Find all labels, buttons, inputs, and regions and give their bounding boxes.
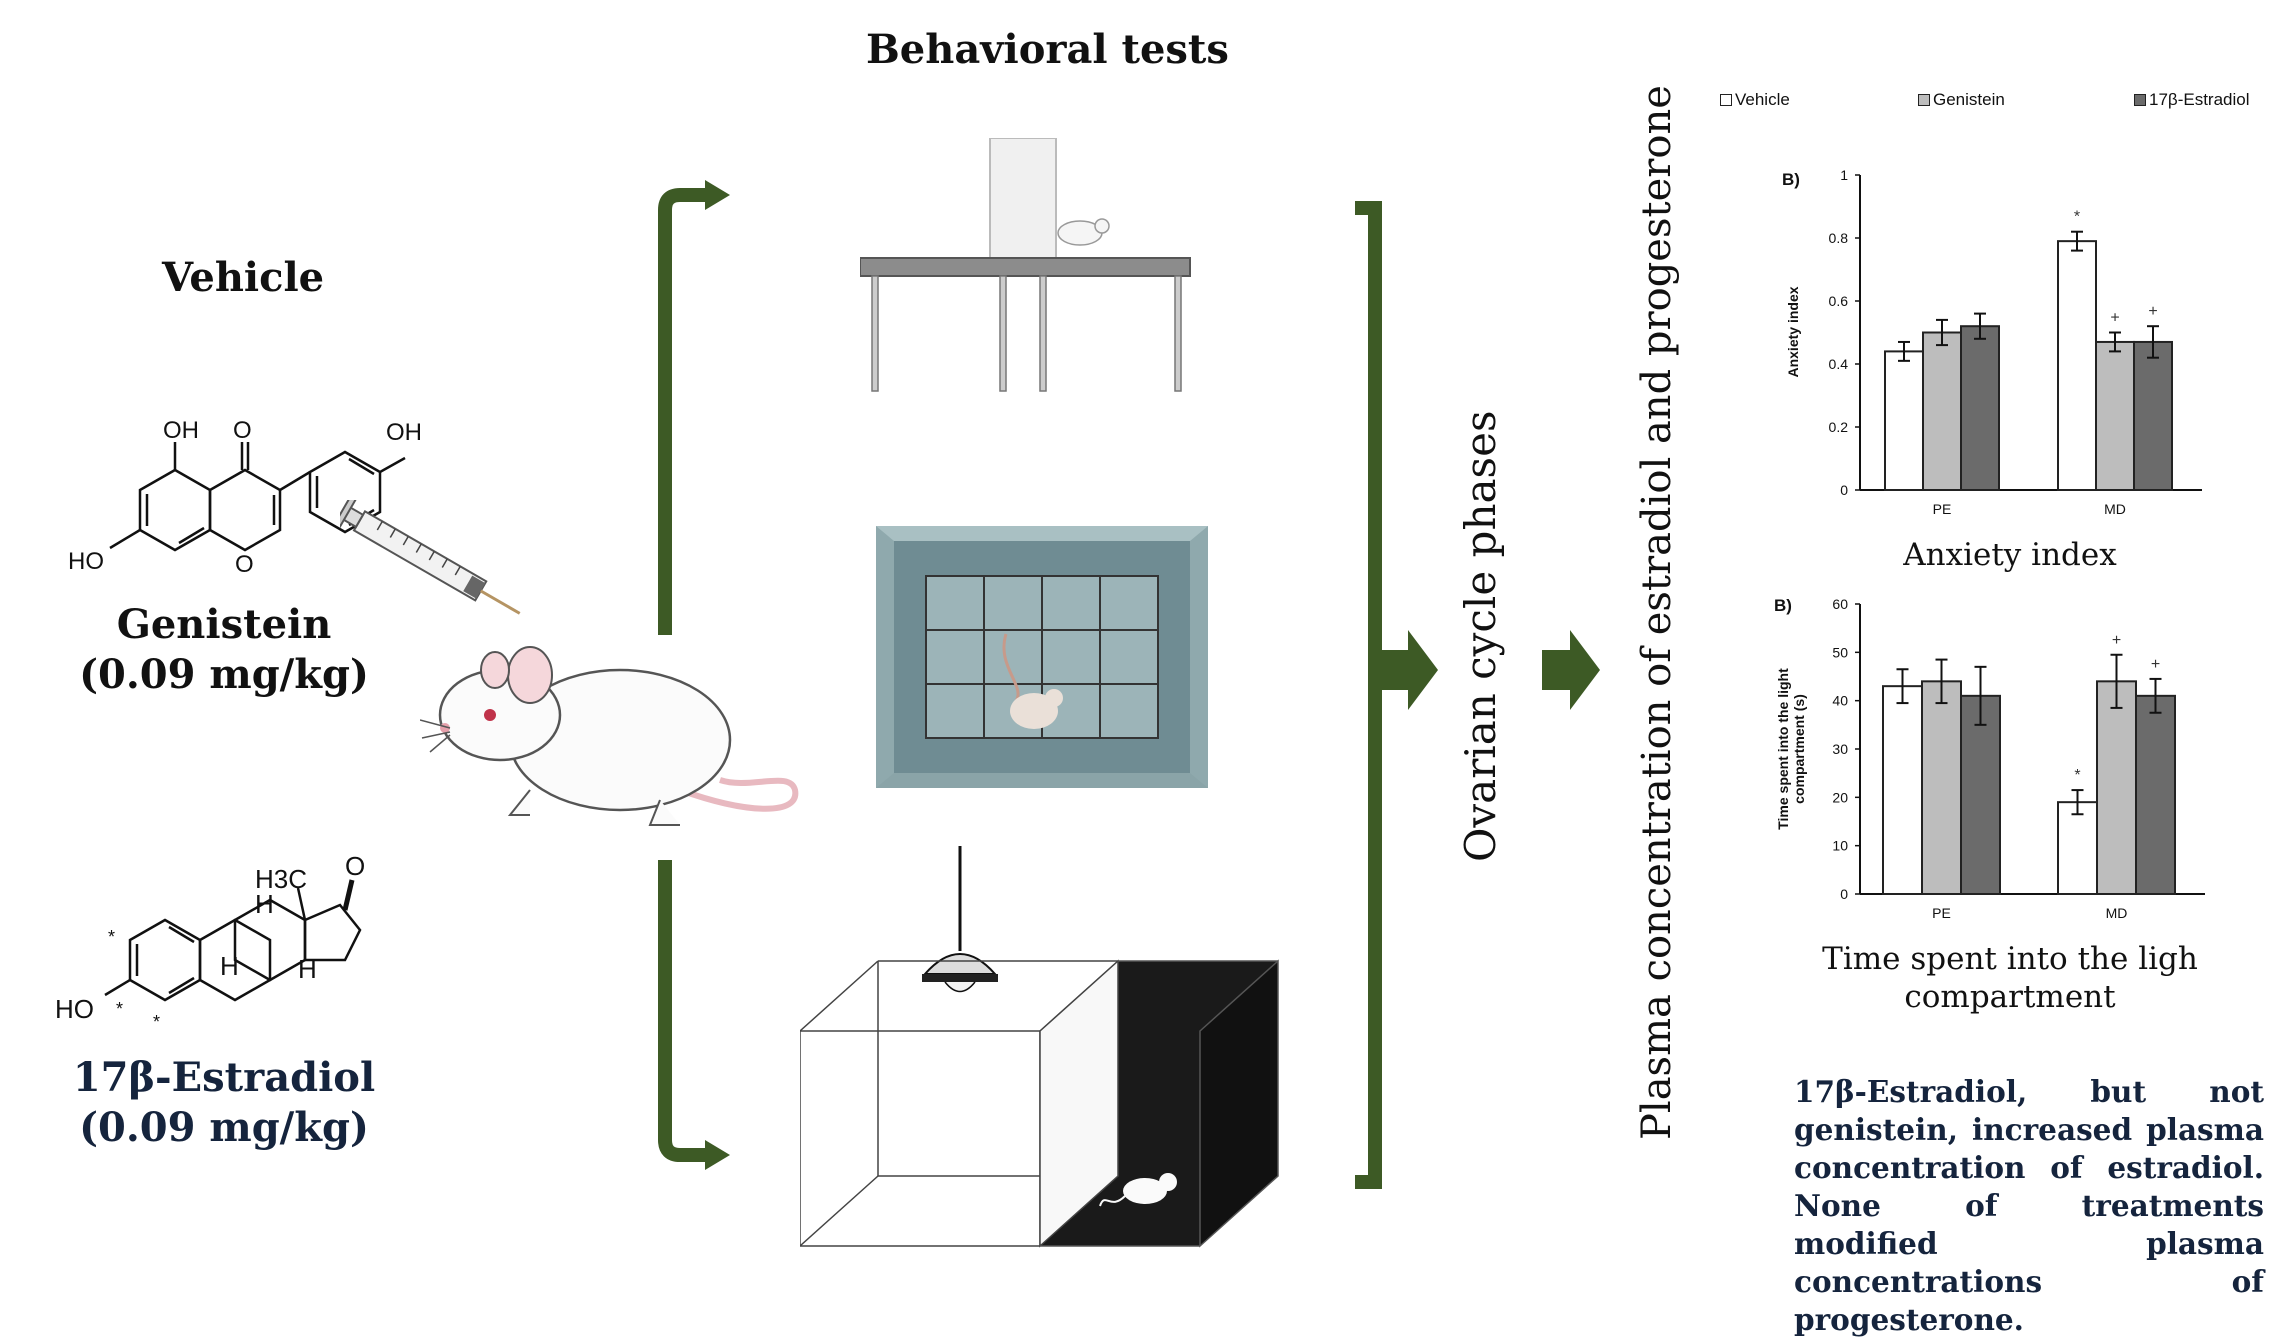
legend-estradiol-label: 17β-Estradiol (2149, 90, 2250, 109)
y-axis-label: compartment (s) (1791, 694, 1807, 804)
genistein-ring-o: O (235, 551, 254, 578)
anxiety-index-caption: Anxiety index (1903, 537, 2117, 573)
bar (1882, 685, 1923, 895)
legend-estradiol: 17β-Estradiol (2134, 90, 2250, 110)
y-tick-label: 0.6 (1829, 293, 1849, 309)
significance-mark: * (2074, 767, 2080, 784)
bar (1960, 325, 2000, 491)
y-tick-label: 20 (1832, 789, 1848, 805)
bar (1922, 331, 1962, 491)
y-tick-label: 10 (1832, 838, 1848, 854)
light-dark-box-image (800, 846, 1279, 1248)
vehicle-label: Vehicle (162, 254, 325, 301)
bar (1884, 350, 1924, 491)
legend-estradiol-swatch (2134, 94, 2146, 106)
light-time-caption: Time spent into the ligh compartment (1810, 940, 2210, 1016)
significance-mark: + (2112, 632, 2121, 649)
estradiol-star-2: * (116, 999, 123, 1019)
behavioral-tests-title: Behavioral tests (866, 26, 1229, 73)
merge-bracket (1355, 201, 1600, 1189)
bar (2095, 340, 2135, 491)
y-tick-label: 0.8 (1829, 230, 1849, 246)
rat-icon (420, 646, 799, 826)
x-tick-label: PE (1933, 501, 1952, 517)
significance-mark: + (2148, 303, 2157, 320)
light-time-caption-line2: compartment (1904, 979, 2116, 1015)
bar (2057, 240, 2097, 492)
y-tick-label: 30 (1832, 741, 1848, 757)
y-axis-label: Time spent into the light (1775, 668, 1791, 830)
genistein-oh2: OH (386, 419, 422, 446)
estradiol-star-1: * (108, 927, 115, 947)
bar (2133, 340, 2173, 491)
genistein-name: Genistein (116, 601, 332, 648)
estradiol-ho: HO (55, 994, 94, 1024)
x-tick-label: MD (2104, 501, 2126, 517)
panel-label: B) (1774, 596, 1792, 615)
x-tick-label: PE (1932, 905, 1951, 921)
genistein-oh1: OH (163, 417, 199, 444)
elevated-plus-maze-image (860, 138, 1191, 392)
bar (2096, 680, 2137, 896)
x-tick-label: MD (2106, 905, 2128, 921)
estradiol-h2: H (220, 951, 239, 981)
y-tick-label: 0 (1840, 482, 1848, 498)
genistein-ho: HO (68, 548, 104, 575)
conclusion-text: 17β-Estradiol, but not genistein, increa… (1794, 1074, 2264, 1337)
open-field-image (876, 526, 1208, 788)
branch-arrows (658, 180, 730, 1170)
significance-mark: + (2151, 656, 2160, 673)
legend-vehicle-label: Vehicle (1735, 90, 1790, 109)
legend-vehicle-swatch (1720, 94, 1732, 106)
estradiol-star-3: * (153, 1012, 160, 1032)
syringe-icon (340, 500, 521, 615)
y-tick-label: 50 (1832, 644, 1848, 660)
y-tick-label: 40 (1832, 693, 1848, 709)
estradiol-dose: (0.09 mg/kg) (79, 1104, 369, 1151)
bar (1921, 680, 1962, 896)
y-tick-label: 0 (1840, 886, 1848, 902)
estradiol-name: 17β-Estradiol (72, 1054, 376, 1101)
significance-mark: * (2074, 209, 2080, 226)
light-time-caption-line1: Time spent into the ligh (1822, 941, 2198, 977)
panel-label: B) (1782, 170, 1800, 189)
y-tick-label: 0.4 (1829, 356, 1849, 372)
plasma-concentration-label: Plasma concentration of estradiol and pr… (1634, 85, 1680, 1140)
y-tick-label: 0.2 (1829, 419, 1849, 435)
legend-genistein-label: Genistein (1933, 90, 2005, 109)
y-tick-label: 60 (1832, 596, 1848, 612)
estradiol-h1: H (255, 889, 274, 919)
legend-vehicle: Vehicle (1720, 90, 1790, 110)
estradiol-h3c: H3C (255, 864, 307, 894)
y-tick-label: 1 (1840, 167, 1848, 183)
bar (2135, 694, 2176, 896)
legend-genistein-swatch (1918, 94, 1930, 106)
ovarian-cycle-label: Ovarian cycle phases (1456, 410, 1505, 863)
significance-mark: + (2110, 310, 2119, 327)
y-axis-label: Anxiety index (1785, 286, 1801, 377)
estradiol-h3: H (298, 954, 317, 984)
bar (2057, 801, 2098, 896)
estradiol-o: O (345, 851, 365, 881)
genistein-dose: (0.09 mg/kg) (79, 651, 369, 698)
legend-genistein: Genistein (1918, 90, 2005, 110)
estradiol-structure: H3C O H H H HO * * * (55, 851, 365, 1032)
genistein-o: O (233, 417, 252, 444)
